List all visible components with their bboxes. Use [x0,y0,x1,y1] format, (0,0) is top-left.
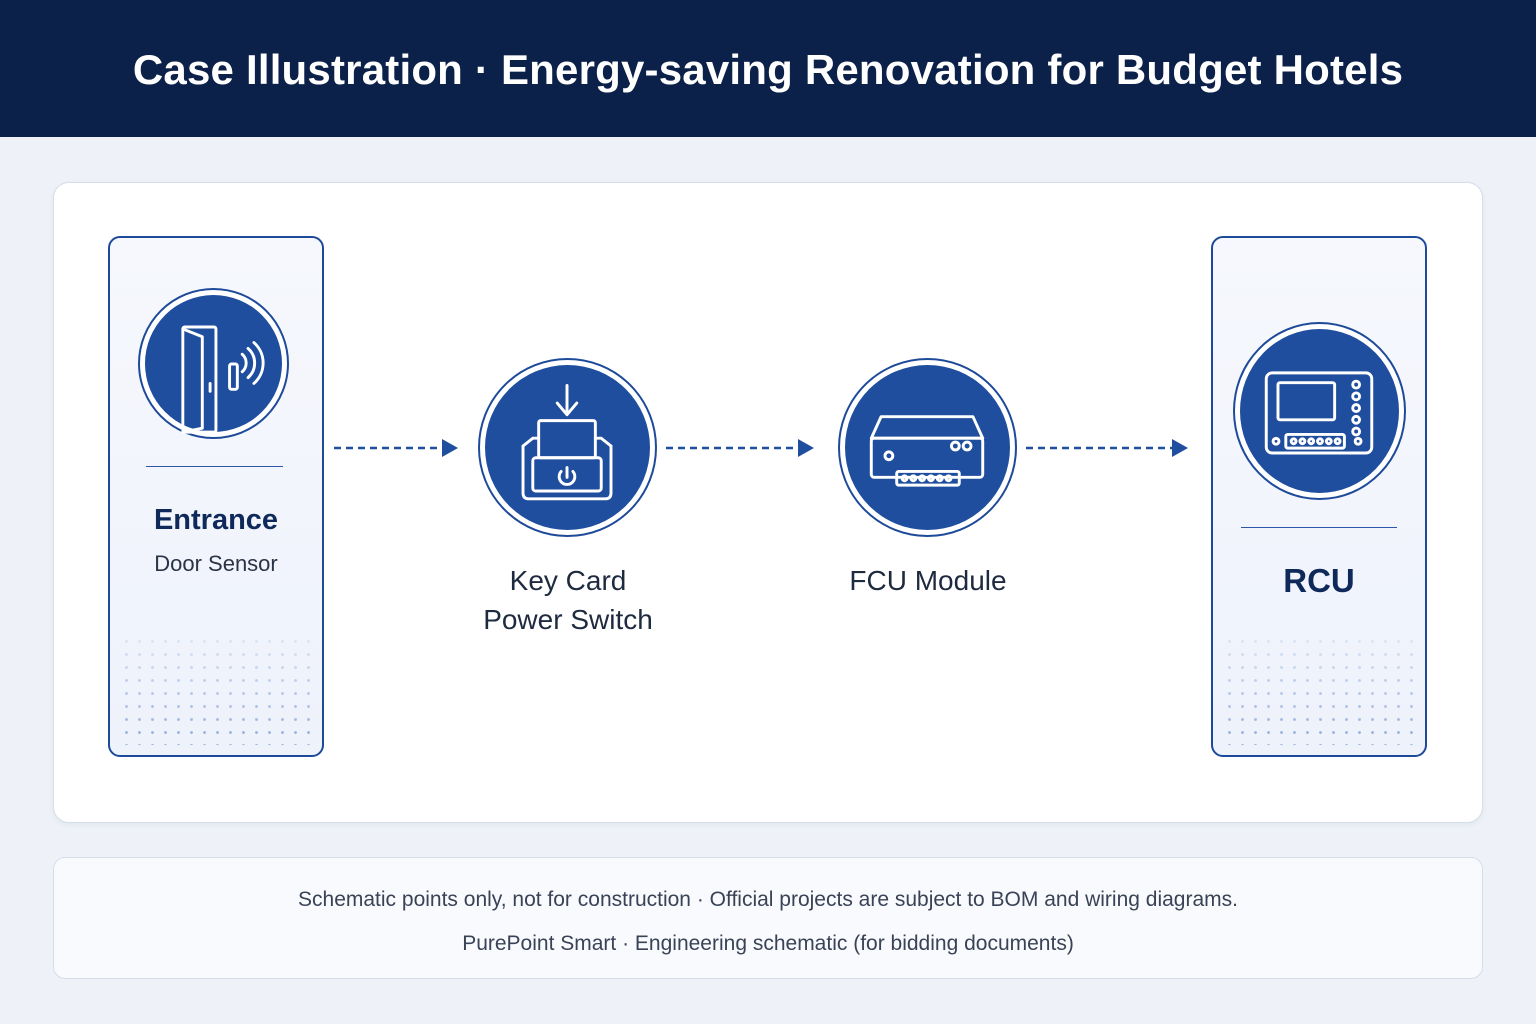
flow-arrow-3 [1026,439,1188,457]
entrance-subtitle: Door Sensor [154,551,278,576]
footer-disclaimer: Schematic points only, not for construct… [298,888,1238,911]
header-bar: Case Illustration · Energy-saving Renova… [0,0,1536,137]
key-card-switch-icon [521,383,613,501]
rcu-controller-icon [1264,371,1374,455]
page-title: Case Illustration · Energy-saving Renova… [132,46,1404,93]
fcu-icon-circle [838,358,1017,537]
door-sensor-icon [181,325,265,434]
footer-credit: PurePoint Smart · Engineering schematic … [462,932,1074,955]
keycard-label-line2: Power Switch [483,604,653,635]
fcu-module-icon [869,415,985,487]
keycard-label-line1: Key Card [509,565,627,596]
keycard-icon-circle [478,358,657,537]
entrance-icon-circle [138,288,289,439]
entrance-divider [146,466,283,467]
footer-note-box: Schematic points only, not for construct… [53,857,1483,979]
fcu-label: FCU Module [849,565,1007,596]
entrance-title: Entrance [153,504,279,536]
flow-arrow-2 [666,439,814,457]
rcu-icon-circle [1233,322,1406,500]
dot-pattern [1223,635,1415,745]
rcu-divider [1241,527,1397,528]
rcu-label: RCU [1283,562,1355,599]
flow-arrow-1 [334,439,458,457]
dot-pattern [120,635,312,745]
